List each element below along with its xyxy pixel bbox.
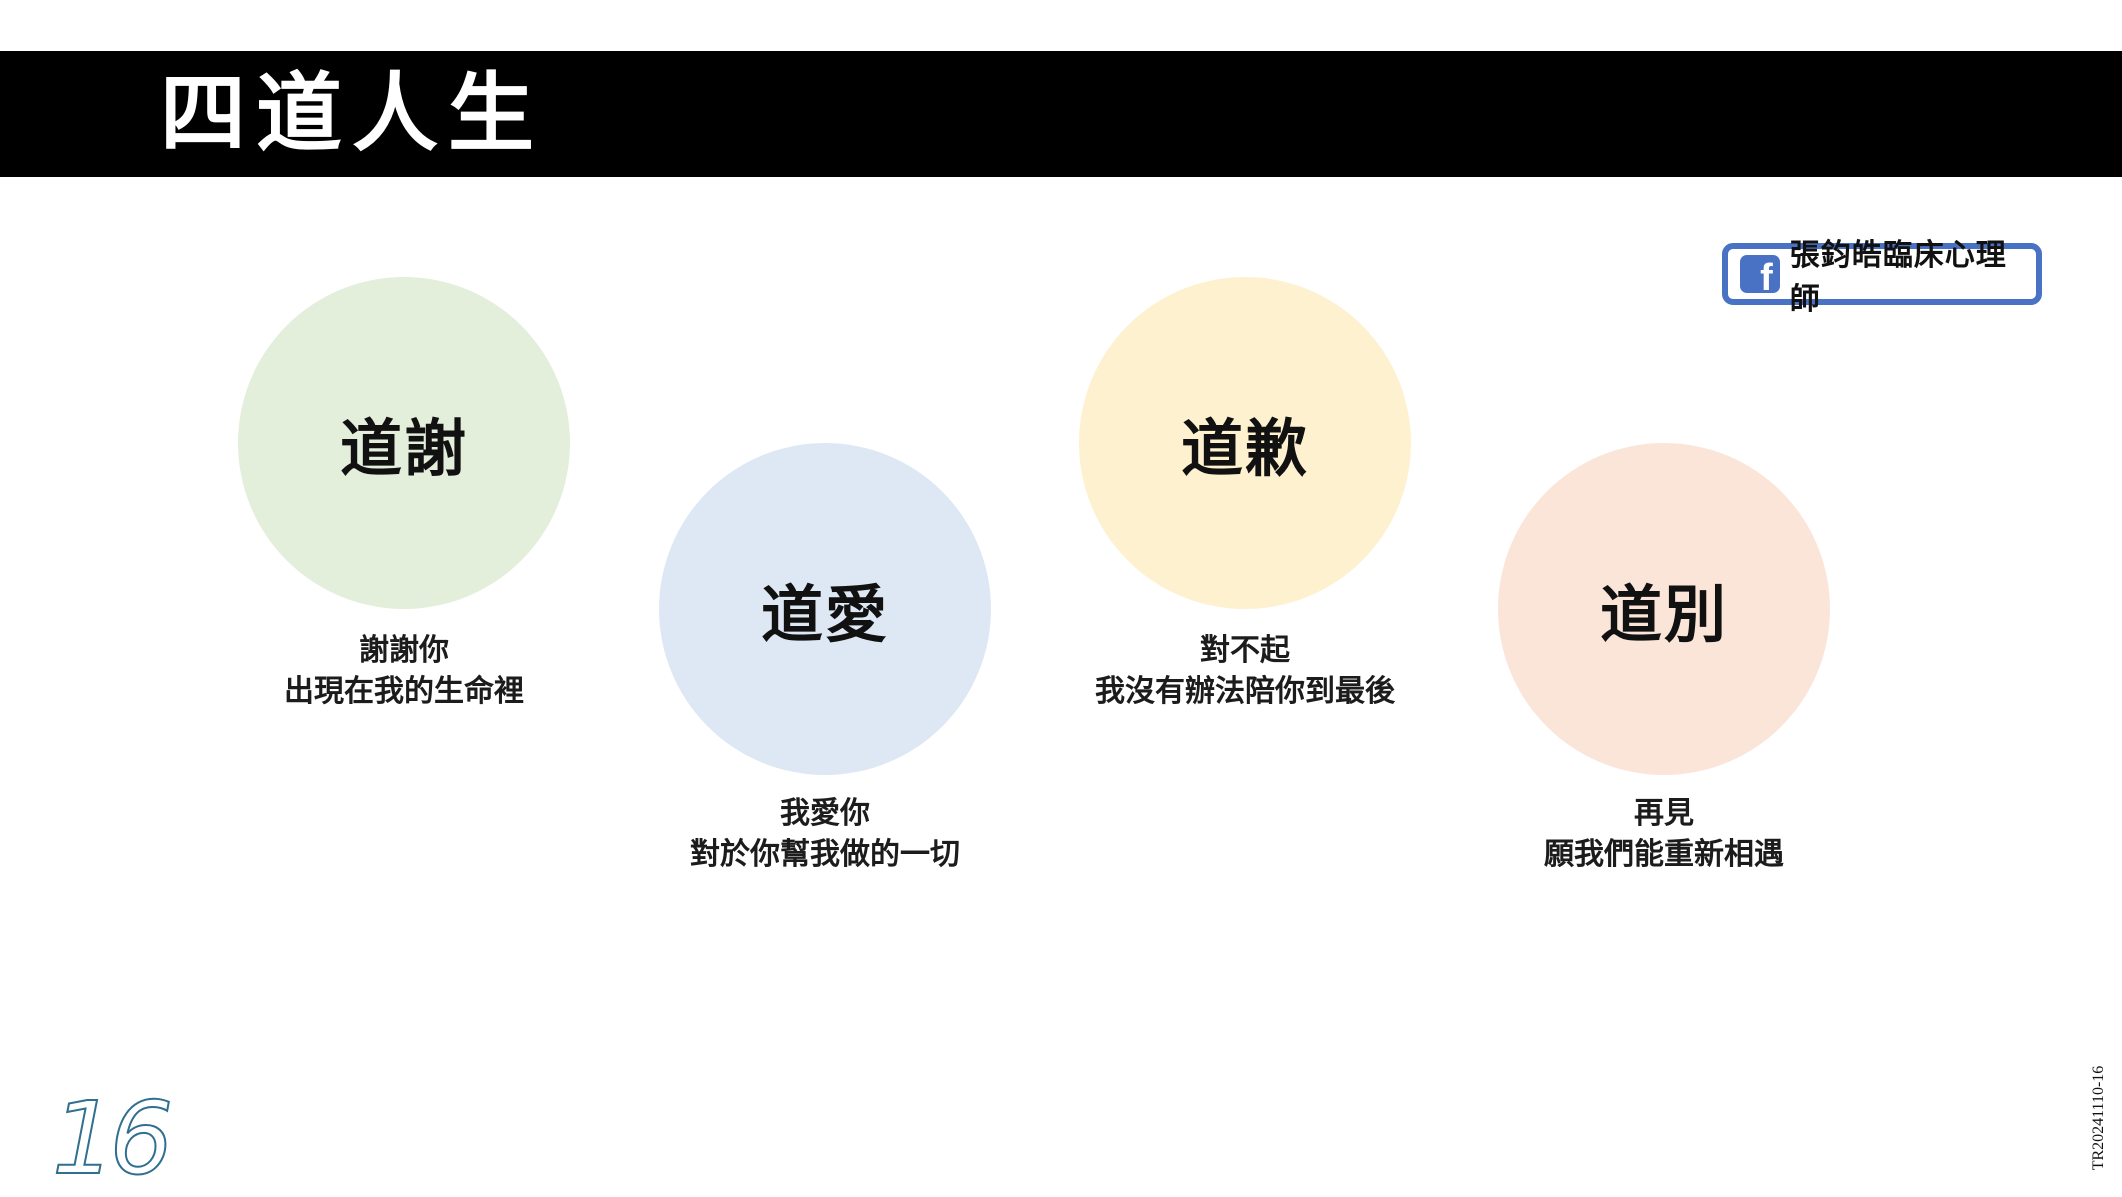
title-bar: 四道人生 [0,51,2122,177]
document-code: TR20241110-16 [2090,1065,2107,1171]
caption-line: 對於你幫我做的一切 [690,837,960,872]
caption-farewell: 再見 願我們能重新相遇 [1464,793,1864,875]
page-number: 16 [51,1079,174,1197]
caption-thanks: 謝謝你 出現在我的生命裡 [204,630,604,712]
circle-thanks: 道謝 [238,277,570,609]
circle-label: 道愛 [760,578,889,651]
circle-label: 道謝 [339,412,468,485]
facebook-icon: f [1740,255,1780,293]
circle-farewell: 道別 [1498,443,1830,775]
circle-apology: 道歉 [1079,277,1411,609]
facebook-badge: f 張鈞皓臨床心理師 [1722,238,2042,317]
caption-line: 我愛你 [780,796,870,831]
circle-label: 道歉 [1180,412,1309,485]
facebook-page-name: 張鈞皓臨床心理師 [1789,238,2007,317]
circle-love: 道愛 [659,443,991,775]
circle-label: 道別 [1599,578,1728,651]
caption-apology: 對不起 我沒有辦法陪你到最後 [1045,630,1445,712]
caption-love: 我愛你 對於你幫我做的一切 [625,793,1025,875]
caption-line: 我沒有辦法陪你到最後 [1095,674,1395,709]
caption-line: 出現在我的生命裡 [284,674,524,709]
caption-line: 再見 [1634,796,1694,831]
caption-line: 謝謝你 [359,633,449,668]
caption-line: 願我們能重新相遇 [1544,837,1784,872]
caption-line: 對不起 [1200,633,1290,668]
slide-title: 四道人生 [160,63,544,164]
